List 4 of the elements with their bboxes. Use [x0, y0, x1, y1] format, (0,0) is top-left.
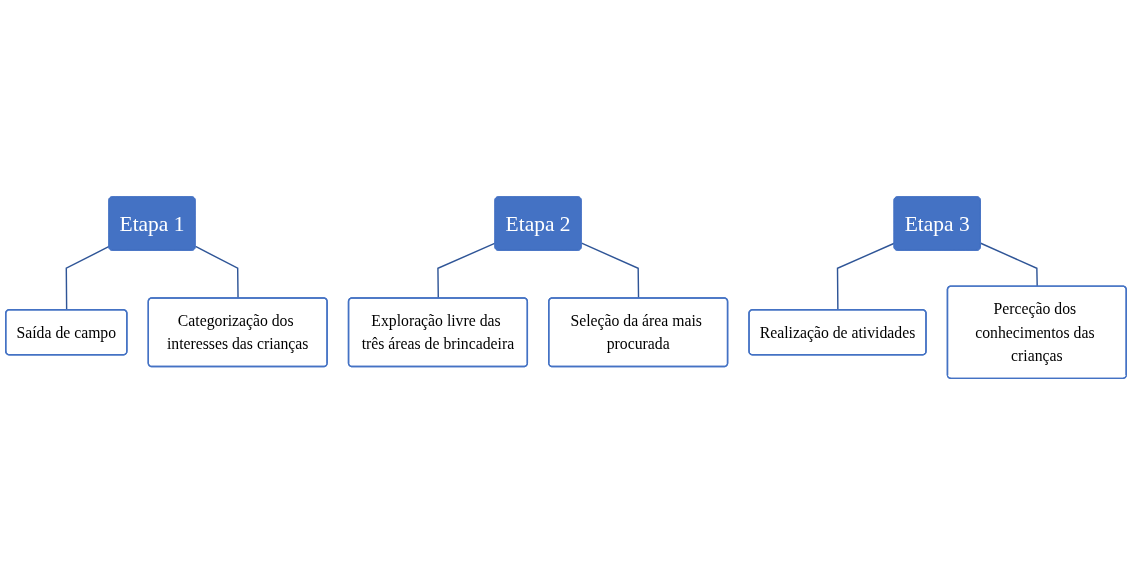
connector	[65, 246, 110, 312]
connector	[980, 243, 1038, 288]
connector	[580, 242, 640, 300]
connector	[437, 242, 496, 300]
